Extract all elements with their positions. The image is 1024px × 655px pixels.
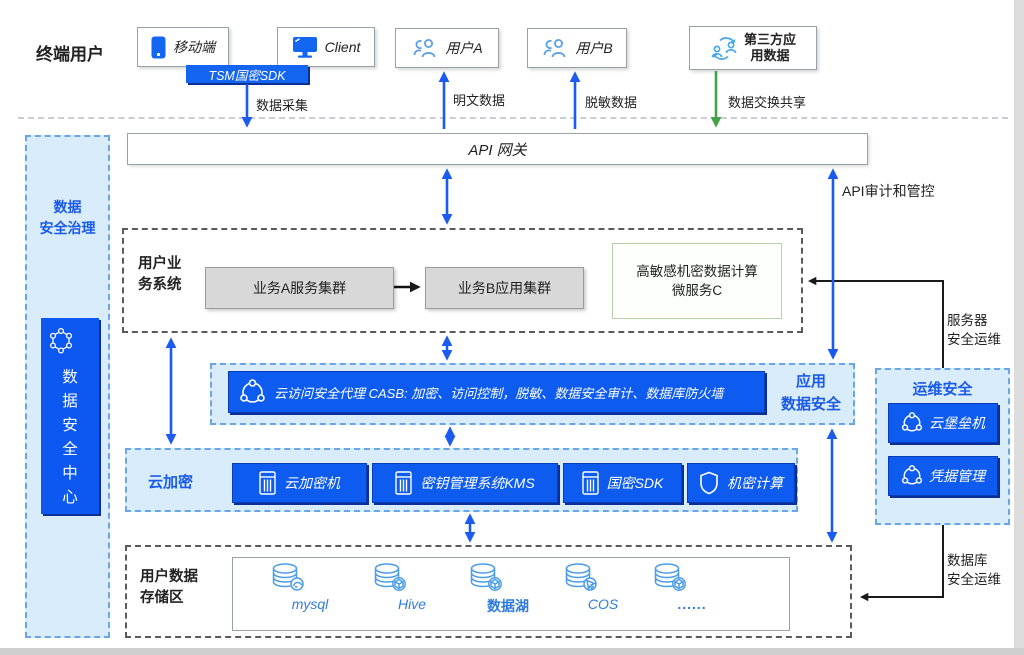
- confidential-computing-label: 机密计算: [727, 475, 783, 491]
- node-user-b-label: 用户B: [575, 40, 613, 56]
- confidential-computing-button: 机密计算: [687, 463, 795, 503]
- api-gateway-bar: API 网关: [127, 133, 868, 165]
- flow-label-api-audit: API审计和管控: [842, 183, 935, 199]
- network-nodes-icon: [239, 378, 266, 406]
- storage-item-datalake: 数据湖: [468, 562, 548, 616]
- cluster-b-label: 业务B应用集群: [457, 280, 552, 296]
- credential-mgmt-label: 凭据管理: [929, 468, 985, 484]
- storage-item-mysql: mysql: [270, 562, 350, 612]
- flow-label-server-ops: 服务器 安全运维: [947, 313, 1001, 347]
- ops-security-title: 运维安全: [912, 381, 973, 398]
- storage-item-cos: COS: [563, 562, 643, 612]
- storage-item-label: mysql: [291, 596, 329, 612]
- storage-item-label: COS: [587, 596, 619, 612]
- node-user-b: 用户B: [527, 28, 627, 68]
- microservice-c-box: 高敏感机密数据计算 微服务C: [612, 243, 782, 319]
- flow-label-collect: 数据采集: [256, 98, 309, 113]
- casb-bar: 云访问安全代理 CASB: 加密、访问控制，脱敏、数据安全审计、数据库防火墙: [228, 371, 765, 413]
- casb-bar-label: 云访问安全代理 CASB: 加密、访问控制，脱敏、数据安全审计、数据库防火墙: [274, 385, 724, 401]
- flow-label-db-ops: 数据库 安全运维: [947, 553, 1001, 587]
- bastion-host-label: 云堡垒机: [929, 415, 985, 431]
- cluster-a-box: 业务A服务集群: [205, 267, 394, 309]
- network-nodes-icon: [901, 465, 923, 487]
- page-edge-bottom: [0, 648, 1024, 655]
- users-icon: [541, 38, 568, 58]
- database-more-icon: [652, 562, 732, 594]
- flow-label-exchange: 数据交换共享: [728, 95, 807, 110]
- credential-mgmt-button: 凭据管理: [888, 456, 998, 496]
- storage-zone-title: 用户数据 存储区: [140, 569, 198, 606]
- users-icon: [411, 38, 438, 58]
- database-cos-icon: [563, 562, 643, 594]
- data-security-center-box: 数据安全中心: [41, 318, 99, 514]
- node-mobile: 移动端: [137, 27, 229, 67]
- api-gateway-label: API 网关: [468, 141, 527, 159]
- ops-security-panel: 运维安全: [875, 368, 1010, 525]
- server-cabinet-icon: [395, 471, 413, 495]
- monitor-icon: [292, 36, 318, 59]
- cloud-encryption-title: 云加密: [148, 474, 194, 491]
- server-cabinet-icon: [581, 471, 599, 495]
- flow-label-plain: 明文数据: [453, 93, 506, 108]
- shield-icon: [699, 471, 719, 495]
- storage-inner-box: [232, 557, 790, 631]
- database-lake-icon: [468, 562, 548, 594]
- database-mysql-icon: [270, 562, 350, 594]
- end-user-section-label: 终端用户: [36, 45, 104, 64]
- sm-sdk-button: 国密SDK: [563, 463, 682, 503]
- section-divider: [18, 117, 1008, 119]
- kms-label: 密钥管理系统KMS: [420, 475, 535, 491]
- user-data-storage-zone: [125, 545, 852, 638]
- tsm-sdk-banner-label: TSM国密SDK: [208, 68, 286, 83]
- node-client: Client: [277, 27, 375, 67]
- kms-button: 密钥管理系统KMS: [372, 463, 558, 503]
- mobile-icon: [151, 36, 166, 59]
- tsm-sdk-banner: TSM国密SDK: [186, 65, 308, 83]
- cluster-b-box: 业务B应用集群: [425, 267, 584, 309]
- storage-item-label: ......: [677, 596, 707, 612]
- node-third-party: 第三方应 用数据: [689, 26, 817, 70]
- business-system-zone: [122, 228, 803, 333]
- node-client-label: Client: [324, 39, 361, 55]
- node-user-a-label: 用户A: [445, 40, 483, 56]
- cloud-hsm-button: 云加密机: [232, 463, 367, 503]
- bastion-host-button: 云堡垒机: [888, 403, 998, 443]
- app-data-security-label: 应用 数据安全: [780, 373, 841, 413]
- node-mobile-label: 移动端: [173, 39, 215, 55]
- storage-item-hive: Hive: [372, 562, 452, 612]
- storage-item-label: Hive: [397, 596, 426, 612]
- node-third-party-label: 第三方应 用数据: [743, 32, 796, 63]
- node-user-a: 用户A: [395, 28, 499, 68]
- storage-item-label: 数据湖: [487, 598, 529, 614]
- server-cabinet-icon: [259, 471, 276, 495]
- sm-sdk-label: 国密SDK: [606, 475, 664, 491]
- flow-label-masked: 脱敏数据: [585, 95, 638, 110]
- storage-item-more: ......: [652, 562, 732, 612]
- business-system-title: 用户业 务系统: [138, 256, 182, 293]
- molecule-icon: [46, 326, 76, 356]
- database-hive-icon: [372, 562, 452, 594]
- governance-panel-title: 数据 安全治理: [39, 199, 96, 236]
- page-edge-right: [1014, 0, 1024, 655]
- network-nodes-icon: [901, 412, 923, 434]
- data-security-center-label: 数据安全中心: [62, 369, 78, 506]
- data-exchange-icon: [710, 36, 738, 60]
- cluster-a-label: 业务A服务集群: [252, 280, 347, 296]
- cloud-hsm-label: 云加密机: [284, 475, 340, 491]
